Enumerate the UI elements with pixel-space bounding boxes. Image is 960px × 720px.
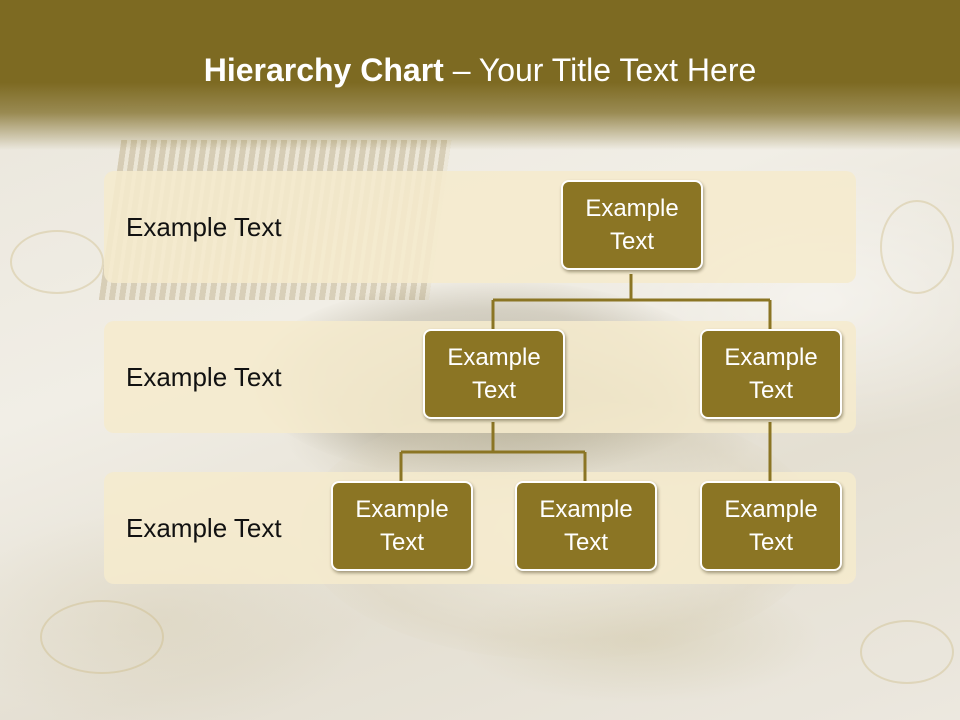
level-label: Example Text [126,513,282,543]
node-label: Example Text [585,195,679,255]
title-bar [0,0,960,150]
level-label: Example Text [126,212,282,242]
node-label: Example Text [724,344,818,404]
org-node-level3-b[interactable]: Example Text [515,481,657,571]
fabric-motif [880,200,954,294]
title-rest: – Your Title Text Here [443,52,757,88]
fabric-motif [860,620,954,684]
org-node-level3-a[interactable]: Example Text [331,481,473,571]
node-label: Example Text [539,496,633,556]
connector-left-to-level3 [399,422,587,483]
connector-root-to-level2 [491,274,772,330]
org-node-level2-right[interactable]: Example Text [700,329,842,419]
node-label: Example Text [724,496,818,556]
slide-title: Hierarchy Chart – Your Title Text Here [0,52,960,89]
org-node-level2-left[interactable]: Example Text [423,329,565,419]
fabric-motif [10,230,104,294]
org-node-level3-c[interactable]: Example Text [700,481,842,571]
level-band-1: Example Text [104,171,856,283]
fabric-motif [40,600,164,674]
node-label: Example Text [447,344,541,404]
org-node-root[interactable]: Example Text [561,180,703,270]
title-bold: Hierarchy Chart [203,52,444,88]
level-label: Example Text [126,362,282,392]
node-label: Example Text [355,496,449,556]
